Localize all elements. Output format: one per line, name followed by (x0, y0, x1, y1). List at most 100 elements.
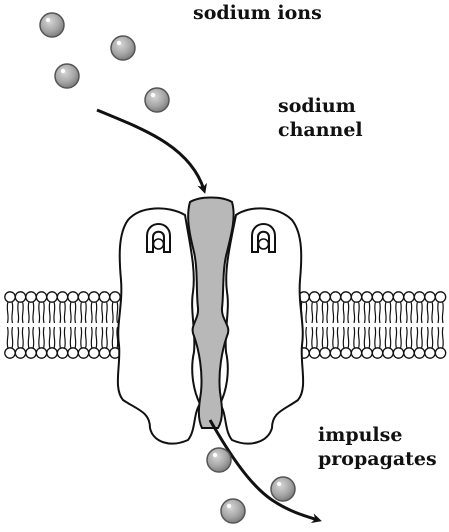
inflow-arrow (97, 110, 204, 190)
sodium-ion (221, 499, 245, 523)
lipid-head (15, 348, 25, 358)
lipid-tail (396, 327, 401, 348)
lipid-tail (427, 327, 432, 348)
lipid-head (372, 348, 382, 358)
sodium-ion (40, 13, 64, 37)
lipid-head (110, 292, 120, 302)
sodium-channel-label-line1: sodium (278, 94, 363, 118)
lipid-head (414, 292, 424, 302)
membrane-bilayer-left (5, 292, 120, 358)
lipid-tail (406, 302, 411, 323)
impulse-label-line2: propagates (318, 447, 437, 471)
lipid-head (36, 348, 46, 358)
lipid-tail (7, 327, 12, 348)
lipid-head (5, 292, 15, 302)
lipid-head (78, 348, 88, 358)
lipid-head (362, 292, 372, 302)
lipid-tail (7, 302, 12, 323)
lipid-tail (343, 302, 348, 323)
lipid-tail (28, 302, 33, 323)
lipid-head (36, 292, 46, 302)
lipid-tail (70, 327, 75, 348)
lipid-head (26, 292, 36, 302)
impulse-propagates-label: impulse propagates (318, 423, 437, 471)
sodium-ion (145, 88, 169, 112)
lipid-head (47, 348, 57, 358)
lipid-head (26, 348, 36, 358)
lipid-tail (70, 302, 75, 323)
lipid-tail (322, 327, 327, 348)
lipid-head (309, 292, 319, 302)
lipid-head (330, 292, 340, 302)
lipid-head (68, 348, 78, 358)
lipid-tail (18, 327, 23, 348)
lipid-head (393, 348, 403, 358)
lipid-tail (385, 302, 390, 323)
lipid-head (15, 292, 25, 302)
lipid-tail (406, 327, 411, 348)
sodium-ion (207, 448, 231, 472)
membrane-bilayer-right (299, 292, 446, 358)
lipid-head (393, 292, 403, 302)
lipid-tail (102, 302, 107, 323)
sodium-ions-label: sodium ions (193, 1, 322, 25)
lipid-head (435, 348, 445, 358)
lipid-tail (112, 327, 117, 348)
lipid-tail (364, 327, 369, 348)
sodium-channel-label-line2: channel (278, 118, 363, 142)
lipid-tail (91, 302, 96, 323)
lipid-head (435, 292, 445, 302)
lipid-tail (60, 302, 65, 323)
lipid-tail (112, 302, 117, 323)
lipid-tail (102, 327, 107, 348)
lipid-tail (427, 302, 432, 323)
lipid-tail (396, 302, 401, 323)
lipid-tail (322, 302, 327, 323)
lipid-head (404, 292, 414, 302)
lipid-tail (375, 327, 380, 348)
lipid-tail (417, 302, 422, 323)
sodium-channel-protein (118, 198, 303, 444)
lipid-tail (438, 327, 443, 348)
sodium-ion (55, 64, 79, 88)
lipid-tail (39, 327, 44, 348)
lipid-head (5, 348, 15, 358)
lipid-tail (343, 327, 348, 348)
lipid-tail (60, 327, 65, 348)
lipid-tail (438, 302, 443, 323)
lipid-head (372, 292, 382, 302)
lipid-head (68, 292, 78, 302)
lipid-head (320, 292, 330, 302)
lipid-tail (91, 327, 96, 348)
lipid-tail (81, 302, 86, 323)
lipid-tail (354, 327, 359, 348)
lipid-tail (385, 327, 390, 348)
lipid-tail (312, 302, 317, 323)
lipid-tail (49, 327, 54, 348)
lipid-tail (375, 302, 380, 323)
lipid-head (57, 292, 67, 302)
lipid-head (78, 292, 88, 302)
lipid-head (383, 292, 393, 302)
lipid-tail (312, 327, 317, 348)
lipid-head (99, 292, 109, 302)
lipid-tail (39, 302, 44, 323)
lipid-head (351, 292, 361, 302)
lipid-head (330, 348, 340, 358)
lipid-head (89, 292, 99, 302)
sodium-channel-label: sodium channel (278, 94, 363, 142)
lipid-head (414, 348, 424, 358)
lipid-tail (417, 327, 422, 348)
lipid-head (89, 348, 99, 358)
lipid-head (320, 348, 330, 358)
lipid-tail (81, 327, 86, 348)
lipid-tail (333, 327, 338, 348)
lipid-head (341, 348, 351, 358)
lipid-tail (354, 302, 359, 323)
lipid-head (309, 348, 319, 358)
lipid-head (99, 348, 109, 358)
lipid-head (404, 348, 414, 358)
lipid-head (351, 348, 361, 358)
lipid-head (383, 348, 393, 358)
lipid-head (425, 292, 435, 302)
